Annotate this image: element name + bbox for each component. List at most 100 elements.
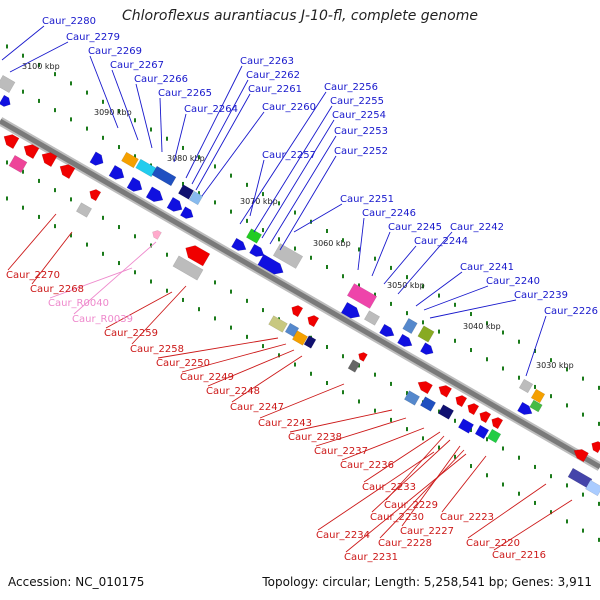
- reverse-gene-label: Caur_2227: [400, 526, 454, 537]
- forward-gene-arrow: [145, 186, 164, 202]
- reverse-gene-arrow: [491, 417, 504, 430]
- gene-box: [585, 479, 600, 497]
- tick-dot: [454, 418, 456, 423]
- forward-gene-arrow: [340, 301, 361, 319]
- tick-dot: [406, 391, 408, 396]
- label-leader-line: [289, 409, 393, 433]
- tick-dot: [326, 228, 328, 233]
- reverse-gene-label: Caur_2228: [378, 538, 432, 549]
- label-leader-line: [181, 343, 287, 373]
- tick-dot: [326, 380, 328, 385]
- forward-gene-label: Caur_2241: [460, 262, 514, 273]
- tick-dot: [230, 173, 232, 178]
- tick-dot: [342, 274, 344, 279]
- tick-dot: [214, 280, 216, 285]
- tick-dot: [566, 403, 568, 408]
- reverse-gene-arrow: [152, 230, 162, 240]
- tick-dot: [454, 338, 456, 343]
- tick-label: 3060 kbp: [313, 239, 351, 248]
- reverse-gene-label: Caur_2237: [314, 446, 368, 457]
- tick-dot: [470, 348, 472, 353]
- forward-gene-label: Caur_2253: [334, 126, 388, 137]
- label-leader-line: [7, 213, 57, 271]
- tick-dot: [70, 81, 72, 86]
- tick-dot: [566, 367, 568, 372]
- reverse-gene-arrow: [3, 134, 20, 150]
- reverse-gene-label: Caur_R0039: [72, 314, 133, 325]
- reverse-gene-label: Caur_2249: [180, 372, 234, 383]
- tick-dot: [246, 218, 248, 223]
- forward-gene-label: Caur_2279: [66, 32, 120, 43]
- gene-box: [437, 404, 455, 420]
- tick-dot: [6, 160, 8, 165]
- reverse-gene-arrow: [291, 305, 304, 318]
- tick-label: 3080 kbp: [167, 154, 205, 163]
- label-leader-line: [363, 431, 441, 483]
- tick-dot: [374, 372, 376, 377]
- reverse-gene-label: Caur_2216: [492, 550, 546, 561]
- forward-gene-arrow: [379, 323, 395, 337]
- tick-dot: [22, 53, 24, 58]
- reverse-gene-label: Caur_2234: [316, 530, 370, 541]
- label-leader-line: [249, 159, 265, 217]
- tick-dot: [38, 62, 40, 67]
- label-leader-line: [157, 337, 279, 359]
- reverse-gene-label: Caur_2247: [230, 402, 284, 413]
- tick-dot: [214, 316, 216, 321]
- forward-gene-arrow: [419, 342, 434, 355]
- label-leader-line: [317, 451, 435, 531]
- reverse-gene-label: Caur_2248: [206, 386, 260, 397]
- label-leader-line: [423, 285, 489, 311]
- tick-dot: [102, 215, 104, 220]
- label-leader-line: [379, 449, 465, 539]
- tick-dot: [390, 381, 392, 386]
- forward-gene-label: Caur_2244: [414, 236, 468, 247]
- forward-gene-label: Caur_2252: [334, 146, 388, 157]
- tick-dot: [230, 289, 232, 294]
- forward-gene-label: Caur_2257: [262, 150, 316, 161]
- label-leader-line: [371, 231, 391, 277]
- tick-label: 3070 kbp: [240, 197, 278, 206]
- forward-gene-arrow: [397, 333, 413, 347]
- tick-dot: [518, 455, 520, 460]
- label-leader-line: [9, 41, 69, 73]
- tick-dot: [534, 384, 536, 389]
- tick-dot: [134, 270, 136, 275]
- gene-box: [403, 390, 421, 406]
- gene-features: [0, 74, 600, 497]
- label-leader-line: [429, 299, 517, 319]
- tick-dot: [230, 325, 232, 330]
- tick-dot: [438, 409, 440, 414]
- tick-dot: [134, 118, 136, 123]
- tick-dot: [582, 376, 584, 381]
- tick-dot: [294, 362, 296, 367]
- forward-gene-arrow: [89, 151, 104, 166]
- tick-dot: [262, 192, 264, 197]
- label-leader-line: [207, 349, 295, 387]
- tick-dot: [550, 394, 552, 399]
- gene-box: [363, 310, 381, 326]
- label-leader-line: [279, 155, 337, 251]
- tick-dot: [38, 98, 40, 103]
- tick-dot: [166, 288, 168, 293]
- tick-dot: [406, 275, 408, 280]
- tick-dot: [582, 492, 584, 497]
- tick-dot: [598, 537, 600, 542]
- tick-dot: [38, 214, 40, 219]
- tick-dot: [278, 237, 280, 242]
- tick-dot: [422, 284, 424, 289]
- forward-gene-label: Caur_2254: [332, 110, 386, 121]
- tick-dot: [166, 136, 168, 141]
- tick-dot: [598, 501, 600, 506]
- tick-dot: [342, 354, 344, 359]
- tick-dot: [582, 412, 584, 417]
- tick-dot: [374, 256, 376, 261]
- tick-dot: [294, 210, 296, 215]
- tick-dot: [454, 454, 456, 459]
- forward-gene-label: Caur_2242: [450, 222, 504, 233]
- tick-dot: [70, 197, 72, 202]
- tick-dot: [262, 308, 264, 313]
- reverse-gene-arrow: [358, 352, 368, 362]
- gene-box: [245, 228, 263, 244]
